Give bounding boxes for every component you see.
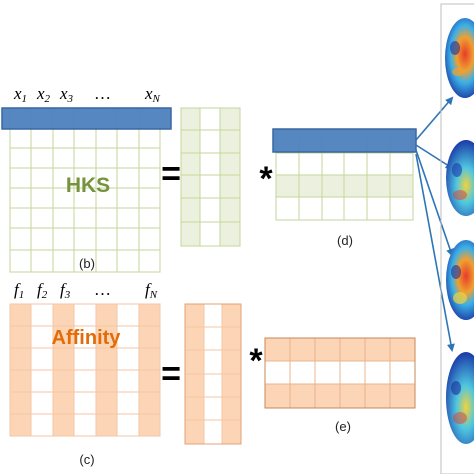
caption-d: (d) <box>337 233 353 248</box>
bottom-label-2: f2 <box>37 280 48 301</box>
green-basis-matrix <box>180 107 241 247</box>
equals-top: = <box>161 155 181 193</box>
top-label-2: x2 <box>36 84 51 105</box>
bottom-label-n: fN <box>145 280 158 301</box>
bottom-column-labels: f1 f2 f3 … fN <box>14 280 158 301</box>
head-2 <box>446 140 474 216</box>
hks-label: HKS <box>66 174 110 197</box>
caption-c: (c) <box>79 452 94 467</box>
hks-highlight-bar <box>1 107 172 130</box>
arrows <box>415 96 455 352</box>
top-label-1: x1 <box>13 84 27 105</box>
head-1 <box>445 18 474 98</box>
top-label-3: x3 <box>59 84 74 105</box>
affinity-matrix: Affinity <box>9 303 161 437</box>
head-visualizations <box>445 18 474 444</box>
bottom-label-3: f3 <box>60 280 71 301</box>
bottom-label-dots: … <box>94 280 111 299</box>
affinity-label: Affinity <box>52 327 122 349</box>
top-column-labels: x1 x2 x3 … xN <box>13 84 161 105</box>
arrow-to-head-4 <box>415 153 455 352</box>
orange-basis-matrix <box>184 303 242 445</box>
times-bottom: * <box>249 342 263 380</box>
times-top: * <box>259 160 273 198</box>
bottom-label-1: f1 <box>14 280 24 301</box>
arrow-to-head-1 <box>415 96 454 141</box>
head-4 <box>446 352 474 444</box>
hks-matrix: HKS <box>1 107 172 273</box>
coefficient-matrix-e <box>264 337 416 409</box>
head-3 <box>446 240 474 320</box>
top-label-n: xN <box>144 84 161 105</box>
equals-bottom: = <box>161 355 181 393</box>
arrow-to-head-2 <box>415 144 454 170</box>
d-highlight-bar <box>272 128 417 153</box>
arrow-to-head-3 <box>415 149 454 257</box>
caption-b: (b) <box>79 256 95 271</box>
coefficient-matrix-d <box>272 128 417 221</box>
heads-panel <box>440 3 474 474</box>
top-label-dots: … <box>94 84 111 103</box>
caption-e: (e) <box>335 419 351 434</box>
